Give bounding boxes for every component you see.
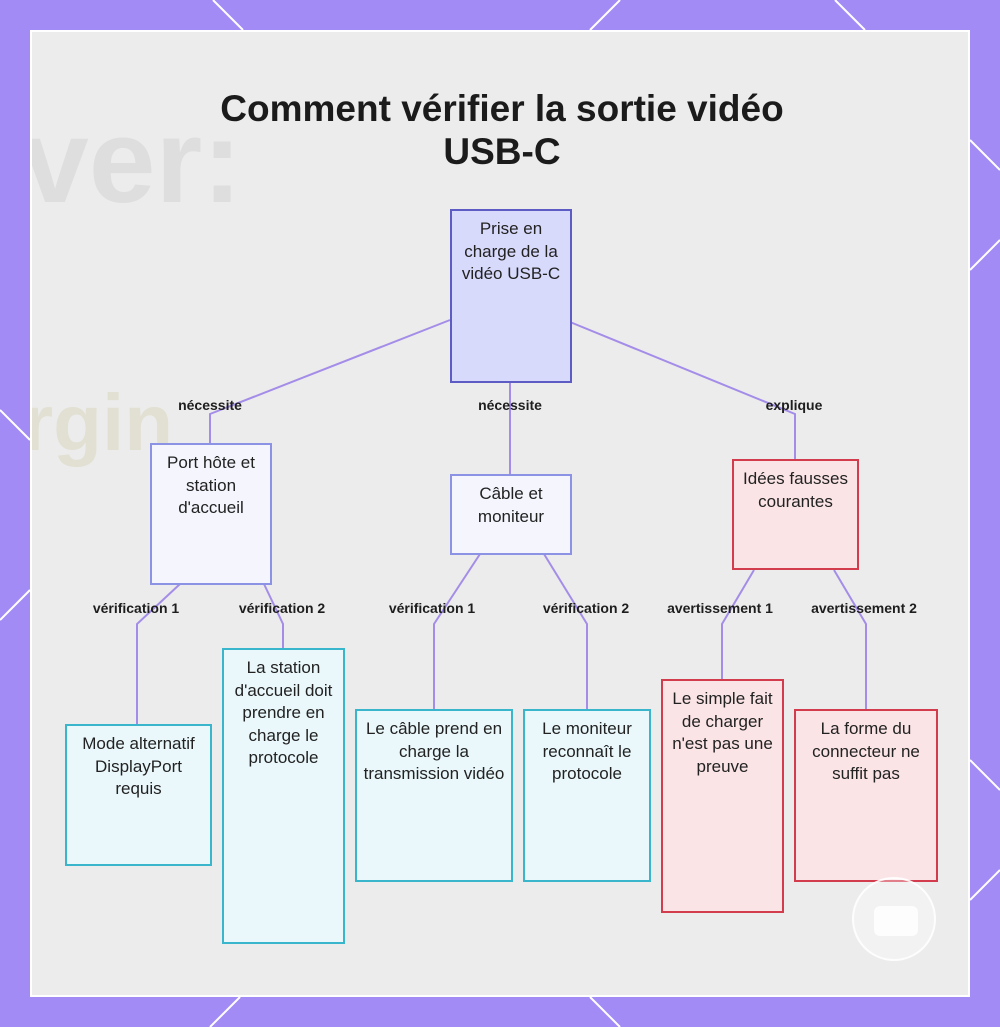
node-common-misconceptions[interactable]: Idées fausses courantes <box>732 459 859 570</box>
node-label: Idées fausses courantes <box>743 469 848 511</box>
node-label: Le câble prend en charge la transmission… <box>363 719 505 783</box>
edge-myths-charging <box>721 569 755 679</box>
edge-label-host-dock: vérification 2 <box>238 600 326 616</box>
node-label: Le moniteur reconnaît le protocole <box>542 719 632 783</box>
edge-myths-connector <box>833 569 867 709</box>
node-usb-c-video-support[interactable]: Prise en charge de la vidéo USB-C <box>450 209 572 383</box>
node-label: La station d'accueil doit prendre en cha… <box>234 658 333 767</box>
edge-cable-video <box>433 553 481 709</box>
diagram-card: ver: rgin Comment vérifier la sortie vid… <box>30 30 970 997</box>
edge-root-myths <box>569 321 796 460</box>
diagram-title: Comment vérifier la sortie vidéo USB-C <box>220 88 784 172</box>
connector-lines <box>136 319 867 724</box>
edge-label-root-host: nécessite <box>178 397 242 413</box>
node-displayport-alt-mode[interactable]: Mode alternatif DisplayPort requis <box>65 724 212 866</box>
node-dock-protocol[interactable]: La station d'accueil doit prendre en cha… <box>222 648 345 944</box>
node-label: Port hôte et station d'accueil <box>167 453 255 517</box>
edge-host-dock <box>263 583 284 648</box>
node-label: La forme du connecteur ne suffit pas <box>812 719 920 783</box>
node-label: Mode alternatif DisplayPort requis <box>82 734 195 798</box>
edge-label-host-alt: vérification 1 <box>92 600 180 616</box>
node-cable-monitor[interactable]: Câble et moniteur <box>450 474 572 555</box>
node-label: Prise en charge de la vidéo USB-C <box>461 219 561 283</box>
edge-host-alt <box>136 583 181 724</box>
edge-cable-monitor <box>543 553 588 709</box>
chat-button[interactable] <box>852 877 936 961</box>
node-charging-not-proof[interactable]: Le simple fait de charger n'est pas une … <box>661 679 784 913</box>
edge-label-myths-charging: avertissement 1 <box>667 600 773 616</box>
background-text-1: ver: <box>30 94 243 228</box>
background-text-2: rgin <box>30 378 174 467</box>
edge-label-myths-connector: avertissement 2 <box>811 600 917 616</box>
node-label: Le simple fait de charger n'est pas une … <box>672 689 773 776</box>
edge-label-root-cable: nécessite <box>478 397 542 413</box>
edge-label-cable-monitor: vérification 2 <box>542 600 630 616</box>
node-connector-shape[interactable]: La forme du connecteur ne suffit pas <box>794 709 938 882</box>
node-label: Câble et moniteur <box>477 484 545 526</box>
node-host-port-dock[interactable]: Port hôte et station d'accueil <box>150 443 272 585</box>
chat-bubble-icon <box>874 906 918 936</box>
node-monitor-protocol[interactable]: Le moniteur reconnaît le protocole <box>523 709 651 882</box>
node-cable-video[interactable]: Le câble prend en charge la transmission… <box>355 709 513 882</box>
edge-label-root-myths: explique <box>765 397 823 413</box>
edge-root-host <box>209 319 451 444</box>
edge-label-cable-video: vérification 1 <box>388 600 476 616</box>
